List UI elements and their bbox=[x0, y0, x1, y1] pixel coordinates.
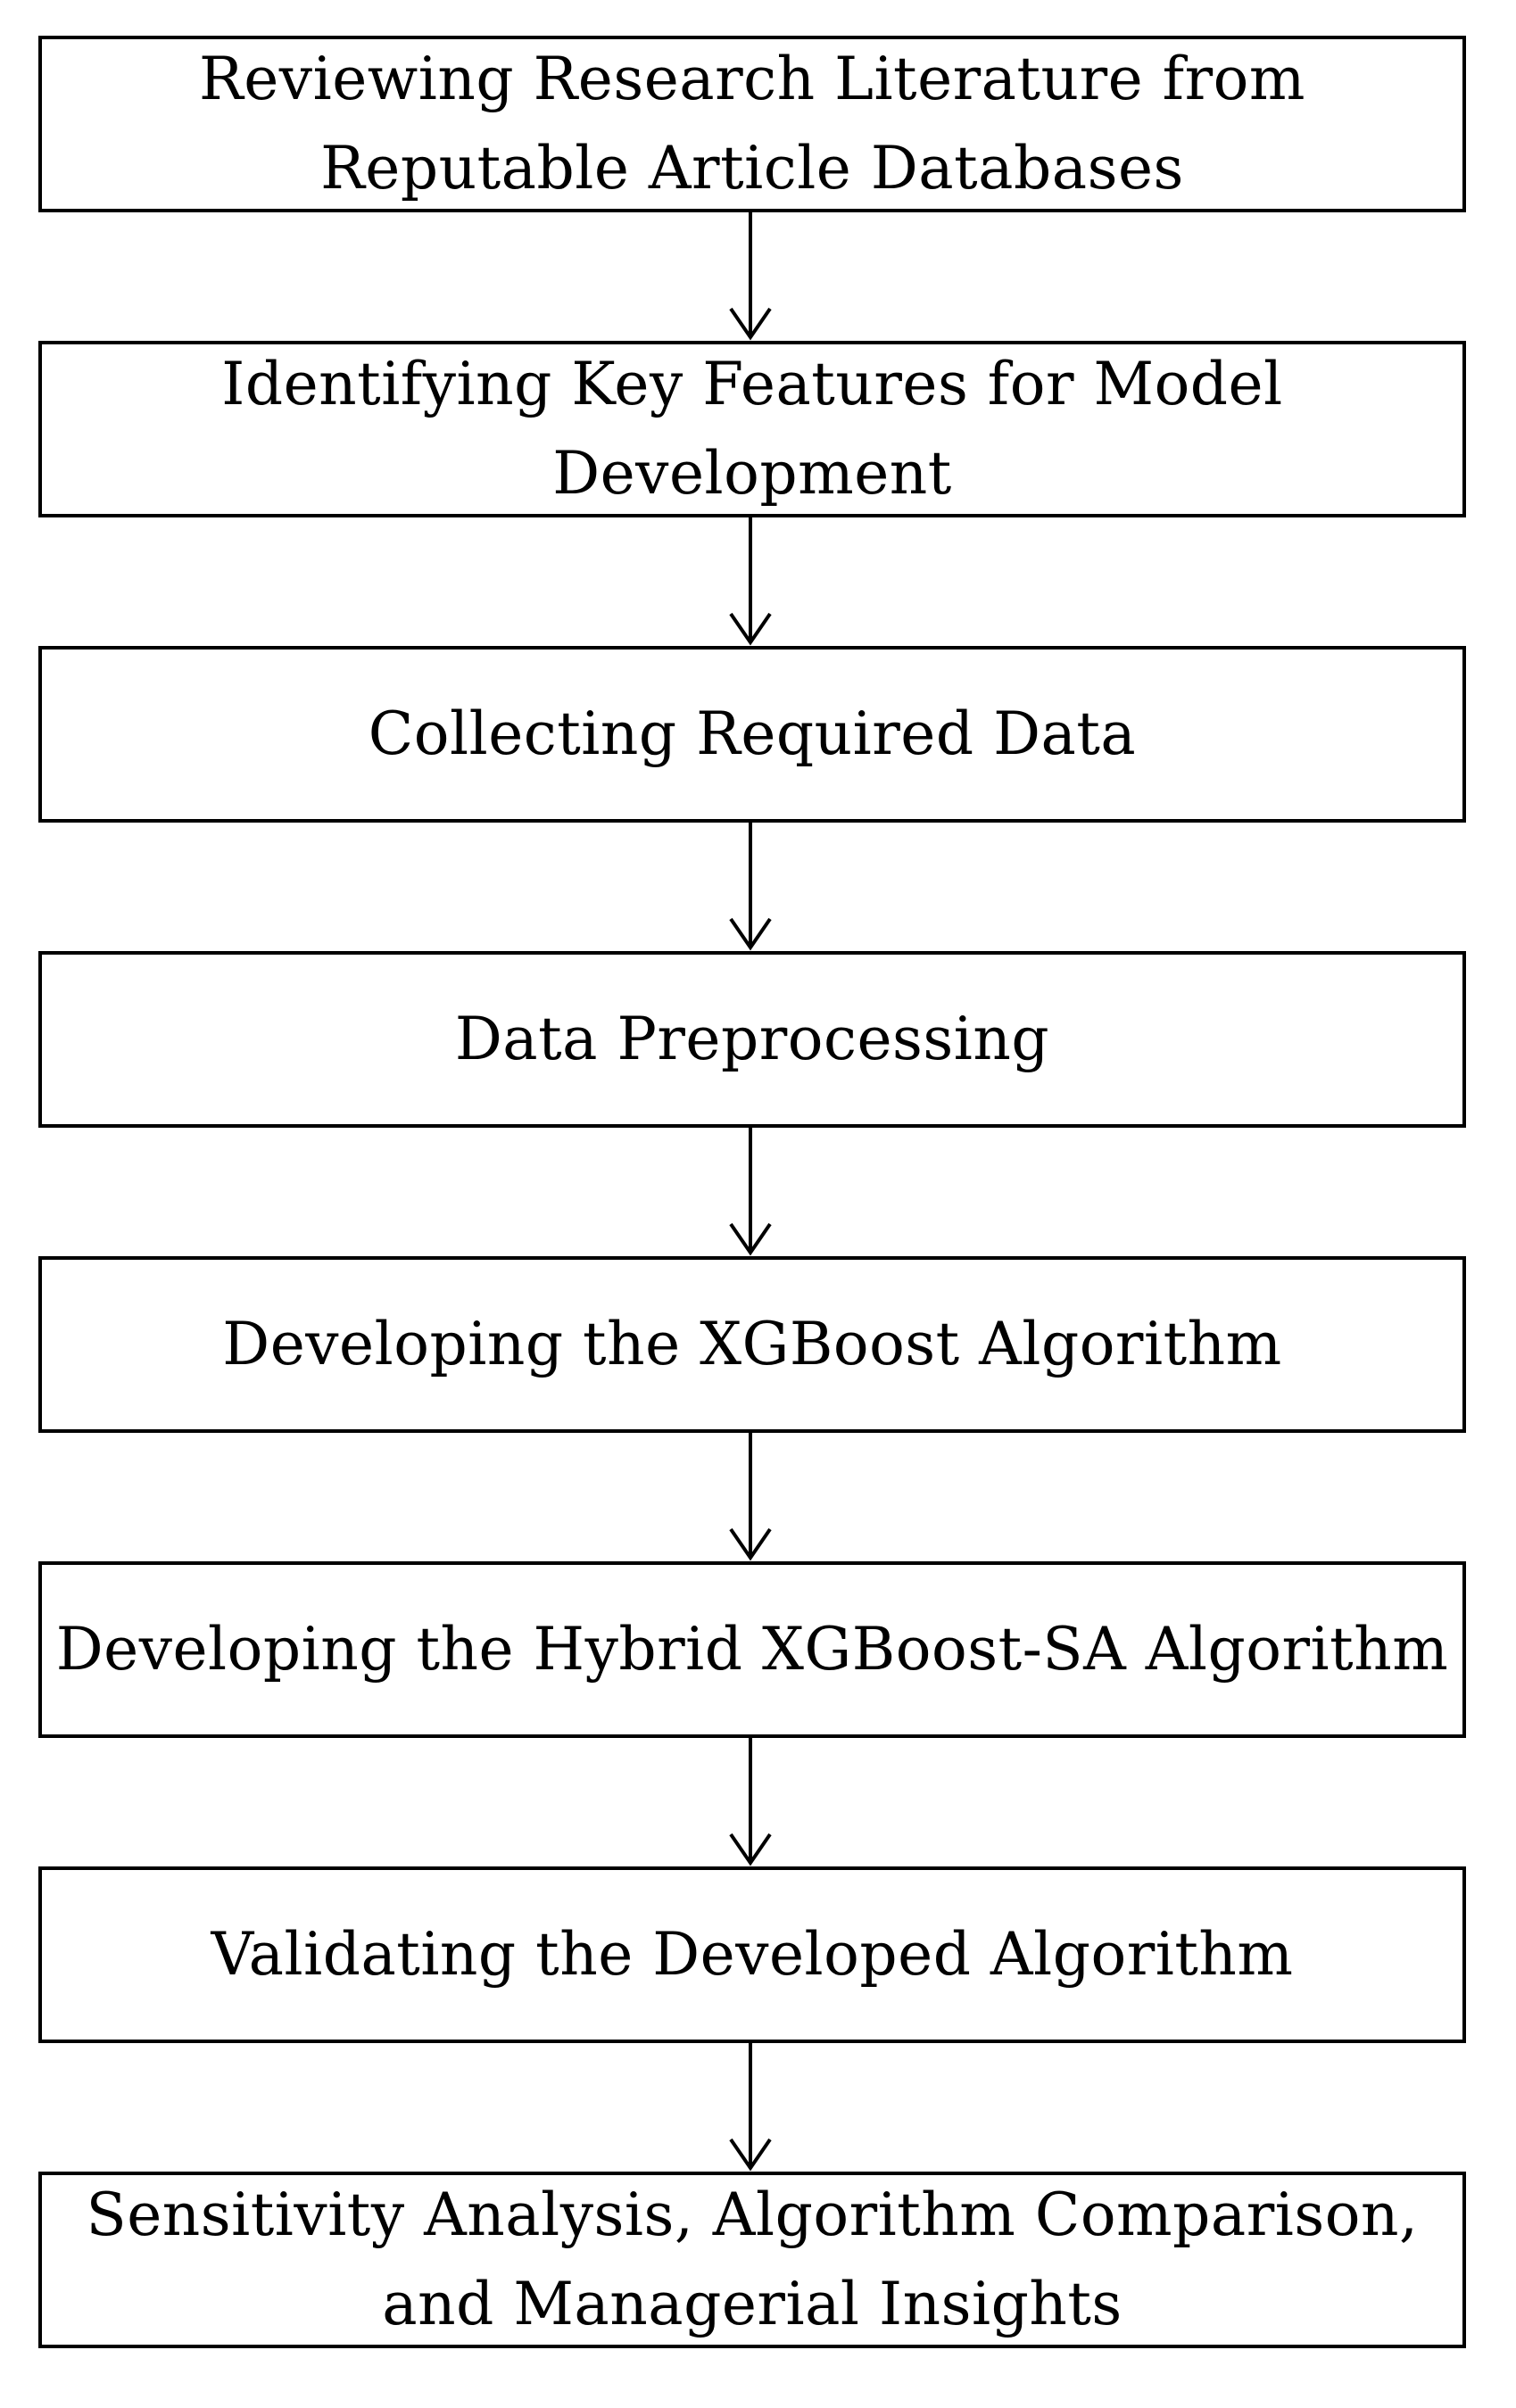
step-box-validate: Validating the Developed Algorithm bbox=[38, 1866, 1466, 2043]
arrow-3 bbox=[729, 823, 772, 951]
step-label-preprocessing: Data Preprocessing bbox=[454, 1005, 1050, 1073]
step-box-review-literature: Reviewing Research Literature from Reput… bbox=[38, 36, 1466, 212]
arrow-5 bbox=[729, 1433, 772, 1561]
step-box-hybrid-xgboost-sa: Developing the Hybrid XGBoost-SA Algorit… bbox=[38, 1561, 1466, 1738]
step-label-review-literature: Reviewing Research Literature from Reput… bbox=[199, 45, 1305, 203]
step-label-hybrid-xgboost-sa: Developing the Hybrid XGBoost-SA Algorit… bbox=[55, 1615, 1449, 1684]
step-box-collect-data: Collecting Required Data bbox=[38, 646, 1466, 823]
arrow-6 bbox=[729, 1738, 772, 1866]
step-box-xgboost: Developing the XGBoost Algorithm bbox=[38, 1256, 1466, 1433]
step-box-preprocessing: Data Preprocessing bbox=[38, 951, 1466, 1128]
step-label-sensitivity-analysis: Sensitivity Analysis, Algorithm Comparis… bbox=[86, 2180, 1419, 2338]
step-label-collect-data: Collecting Required Data bbox=[368, 699, 1137, 768]
step-label-validate: Validating the Developed Algorithm bbox=[211, 1920, 1294, 1989]
step-label-identify-features: Identifying Key Features for Model Devel… bbox=[221, 350, 1283, 508]
step-box-identify-features: Identifying Key Features for Model Devel… bbox=[38, 341, 1466, 517]
step-label-xgboost: Developing the XGBoost Algorithm bbox=[222, 1310, 1282, 1378]
arrow-4 bbox=[729, 1128, 772, 1256]
arrow-1 bbox=[729, 212, 772, 341]
arrow-2 bbox=[729, 517, 772, 646]
step-box-sensitivity-analysis: Sensitivity Analysis, Algorithm Comparis… bbox=[38, 2172, 1466, 2348]
arrow-7 bbox=[729, 2043, 772, 2172]
